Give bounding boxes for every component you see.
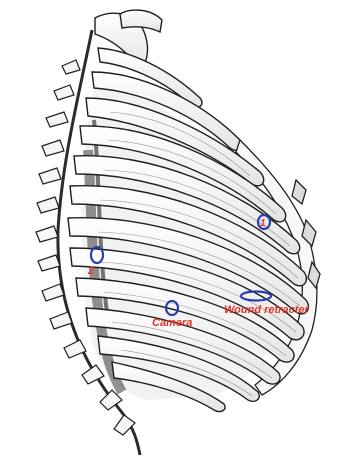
wound-retractor-label: Wound retracter xyxy=(224,304,309,316)
camera-label: Camera xyxy=(152,317,192,329)
port-2-label: 2 xyxy=(87,265,94,277)
port-1-label: 1 xyxy=(260,218,266,229)
